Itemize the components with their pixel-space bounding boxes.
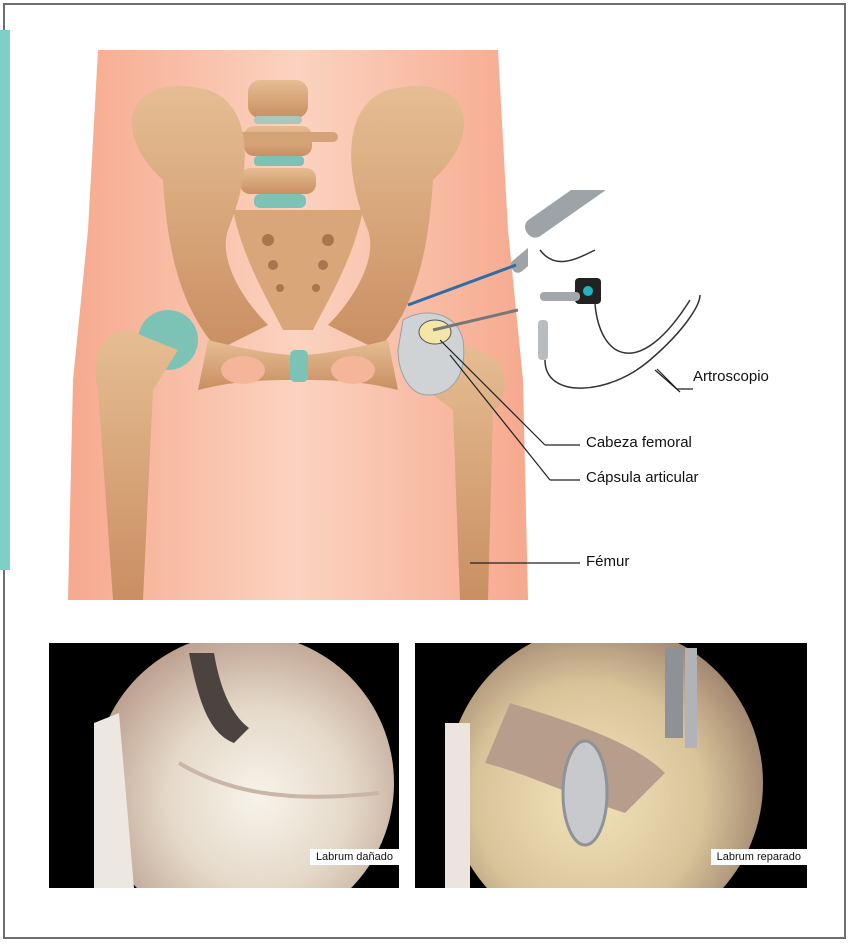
photo-labrum-damaged: Labrum dañado (49, 643, 399, 888)
label-artroscopio: Artroscopio (693, 368, 769, 385)
caption-labrum-repaired: Labrum reparado (711, 849, 807, 865)
label-cabeza-femoral: Cabeza femoral (586, 434, 692, 451)
label-capsula-articular: Cápsula articular (586, 469, 699, 486)
label-femur: Fémur (586, 553, 629, 570)
caption-labrum-damaged: Labrum dañado (310, 849, 399, 865)
photo-labrum-repaired: Labrum reparado (415, 643, 807, 888)
accent-bar (0, 30, 10, 570)
artroscopio-leader (655, 365, 695, 395)
